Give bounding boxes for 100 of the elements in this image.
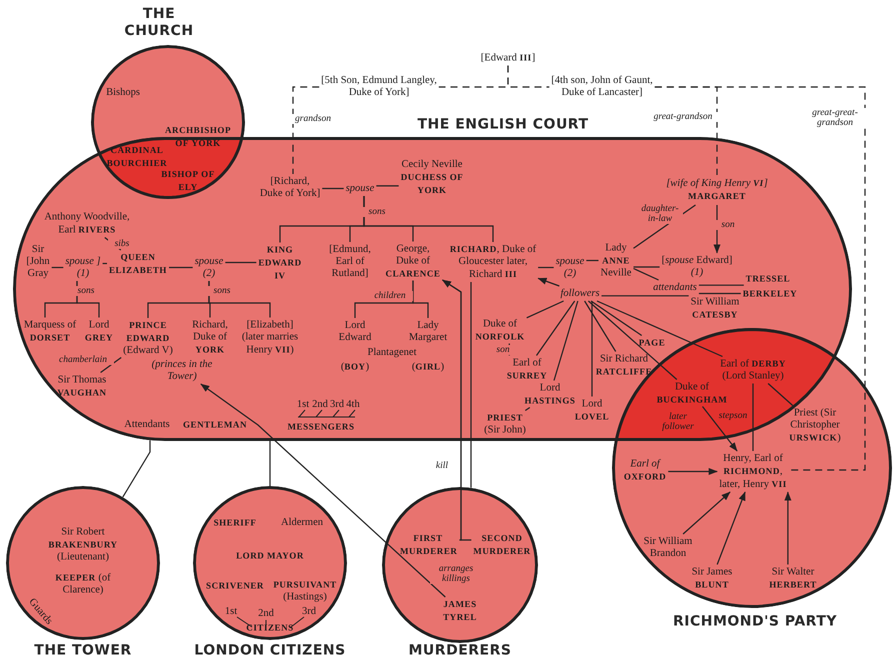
connector — [768, 383, 794, 406]
person-name: Lord HASTINGS — [518, 382, 582, 408]
name-label: 1st — [224, 606, 238, 618]
relation-label: spouse (2) — [192, 256, 226, 280]
connector — [102, 262, 107, 264]
name-label: KEEPER (of Clarence) — [54, 572, 112, 596]
person-name: Lady ANNE Neville — [594, 242, 638, 280]
person-name: [Elizabeth] (later marries Henry VII) — [237, 320, 303, 356]
name-label: Sir Robert BRAKENBURY (Lieutenant) — [47, 526, 119, 564]
person-name: [Edmund, Earl of Rutland] — [325, 244, 375, 280]
relation-label: spouse — [346, 183, 374, 195]
connector — [716, 492, 746, 565]
person-name: FIRST MURDERER — [400, 532, 456, 558]
person-name: Lord GREY — [79, 320, 119, 344]
name-label: CITIZENS — [246, 622, 294, 634]
connector — [588, 300, 678, 380]
person-name: MARGARET — [687, 190, 747, 203]
connector — [698, 292, 741, 294]
name-label: 1st — [296, 399, 310, 411]
person-name: [spouse Edward] — [662, 255, 732, 267]
person-name: Anthony Woodville, Earl RIVERS — [37, 212, 137, 236]
person-name: (1) — [690, 267, 704, 279]
person-name: Lady Margaret — [405, 320, 451, 344]
connector — [596, 300, 723, 358]
person-name: [wife of King Henry VI] — [666, 177, 768, 190]
person-name: Sir Walter HERBERT — [762, 566, 824, 592]
name-label: Bishops — [106, 87, 140, 99]
name-label: 2nd — [258, 608, 274, 620]
name-label: Plantagenet — [368, 347, 416, 359]
person-name: [Richard, Duke of York] — [258, 176, 322, 200]
group-title: THE TOWER — [33, 642, 133, 660]
name-label: SHERIFF — [214, 516, 256, 530]
connector — [682, 492, 730, 534]
person-name: Sir James BLUNT — [684, 566, 740, 592]
person-name: Sir William Brandon — [633, 536, 703, 560]
person-name: Earl of SURREY — [499, 358, 555, 382]
person-name: [Edward III] — [480, 52, 536, 64]
connector — [524, 407, 530, 411]
connector — [169, 266, 193, 268]
name-label: LORD MAYOR — [236, 550, 304, 562]
person-name: QUEEN ELIZABETH — [102, 251, 174, 277]
connector — [634, 266, 660, 268]
connector — [702, 406, 738, 452]
name-label: BISHOP OF ELY — [160, 168, 216, 194]
name-label: 3rd — [330, 399, 344, 411]
person-name: George, Duke of CLARENCE — [385, 244, 441, 280]
connector — [100, 357, 122, 373]
connector — [363, 196, 494, 242]
connector — [76, 281, 100, 318]
connector — [784, 492, 792, 564]
relation-label: followers — [560, 288, 600, 300]
name-label: PURSUIVANT (Hastings) — [272, 578, 338, 604]
person-name: PRIEST (Sir John) — [480, 412, 530, 436]
connector — [584, 300, 616, 352]
connector — [591, 301, 593, 396]
dashed-connector — [292, 86, 320, 174]
connector — [412, 280, 429, 318]
connector — [269, 441, 271, 486]
connector — [668, 468, 718, 475]
connector — [122, 440, 151, 498]
relation-label: spouse ] (1) — [64, 256, 102, 280]
connector — [376, 185, 399, 186]
person-name: Sir [John Gray — [23, 244, 53, 280]
person-name: SECOND MURDERER — [467, 532, 537, 558]
group-title: RICHMOND'S PARTY — [672, 614, 838, 630]
connector — [442, 280, 472, 541]
person-name: RICHARD, Duke of Gloucester later, Richard III — [448, 243, 538, 281]
connector — [553, 300, 578, 381]
connector — [52, 266, 64, 268]
person-name: TRESSEL — [746, 272, 790, 286]
relation-label: spouse (2) — [553, 256, 587, 280]
name-label: SCRIVENER — [206, 580, 264, 592]
name-label: (BOY) — [340, 360, 370, 374]
dashed-connector — [507, 66, 550, 88]
person-name: Sir Thomas VAUGHAN — [48, 374, 116, 400]
person-name: [5th Son, Edmund Langley, Duke of York] — [314, 75, 444, 99]
connector — [602, 295, 689, 296]
dashed-connector — [654, 86, 866, 471]
name-label: GENTLEMAN — [183, 418, 247, 432]
connector — [526, 300, 564, 318]
connector — [225, 262, 256, 264]
name-label: 2nd — [312, 399, 328, 411]
connector — [536, 300, 576, 356]
connector — [698, 284, 744, 286]
person-name: Duke of BUCKINGHAM — [642, 382, 742, 406]
name-label: Aldermen — [281, 517, 323, 529]
name-label: 4th — [346, 399, 360, 411]
person-name: Richard, Duke of YORK — [184, 320, 236, 356]
connector — [590, 300, 642, 336]
connector — [538, 266, 554, 268]
person-name: Lord Edward — [335, 320, 375, 344]
person-name: PAGE — [638, 336, 666, 350]
connector — [633, 268, 659, 281]
person-name: Priest (Sir Christopher URSWICK) — [773, 408, 857, 444]
connector — [538, 278, 560, 287]
name-label: 3rd — [302, 606, 316, 618]
person-name: [4th son, John of Gaunt, Duke of Lancaster] — [542, 75, 662, 99]
person-name: JAMES TYREL — [437, 598, 483, 624]
connector — [200, 384, 446, 598]
person-name: Earl of OXFORD — [620, 458, 670, 484]
